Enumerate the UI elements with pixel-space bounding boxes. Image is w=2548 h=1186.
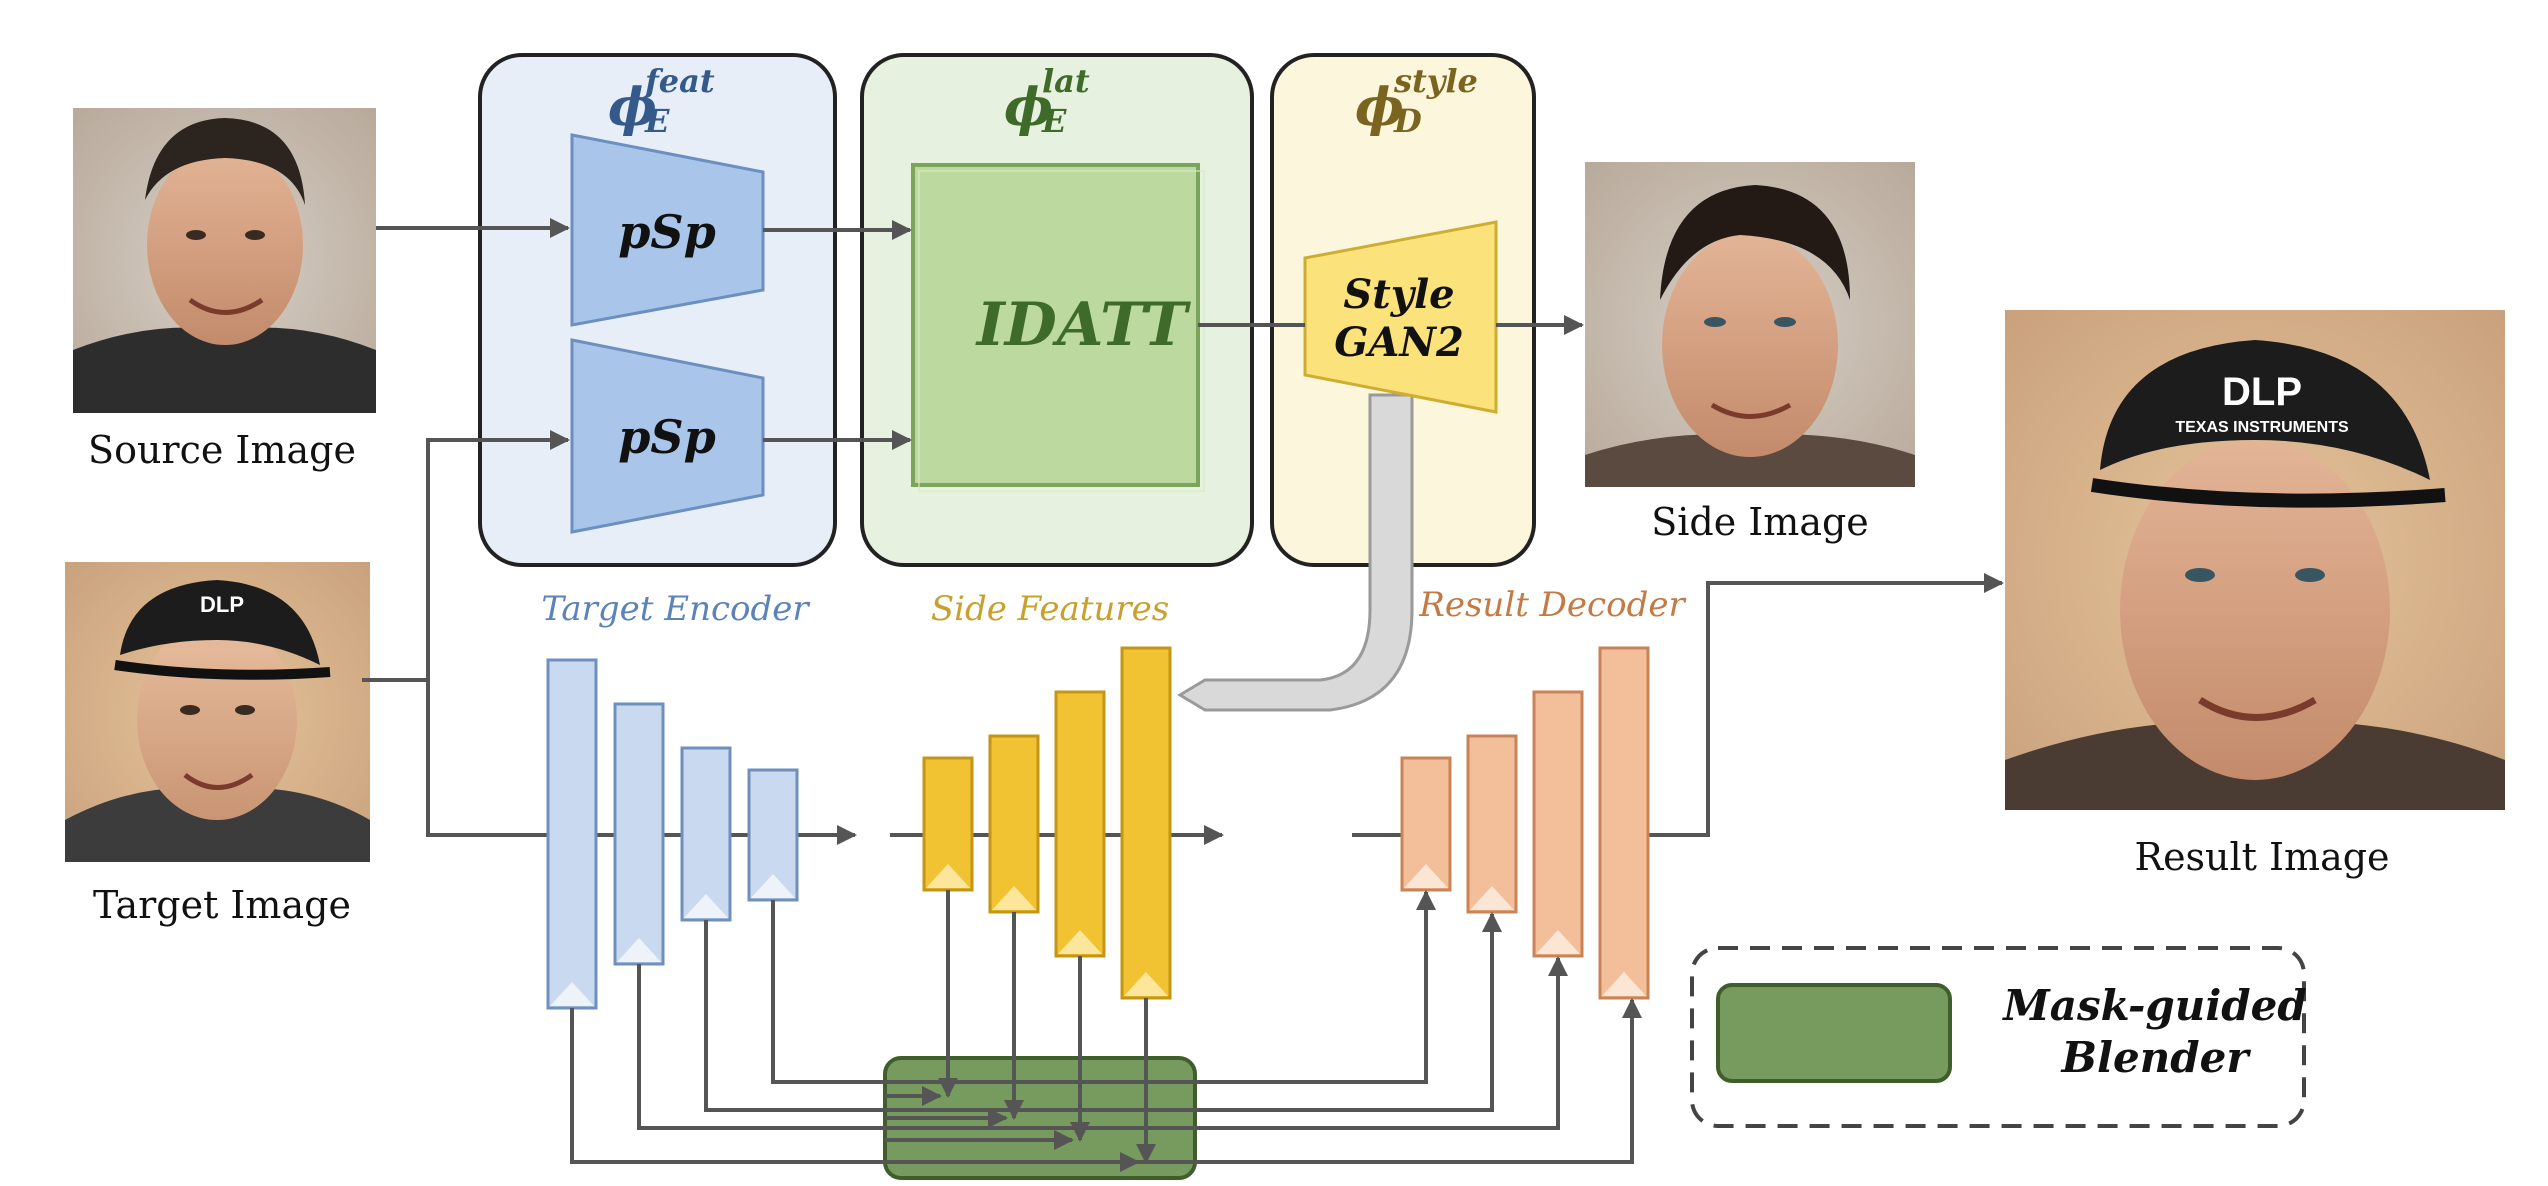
idatt-block bbox=[911, 163, 1200, 487]
feature-bar-group bbox=[922, 646, 1172, 1000]
target-cap-text: DLP bbox=[200, 592, 244, 617]
lat-phi-label: ϕ bbox=[1004, 77, 1053, 138]
side-features-label: Side Features bbox=[931, 589, 1169, 629]
side-image-caption: Side Image bbox=[1651, 500, 1869, 544]
feature-bar-2 bbox=[988, 734, 1040, 914]
encoder-bar-1 bbox=[546, 658, 598, 1010]
feature-bar-3 bbox=[1054, 690, 1106, 958]
stylegan-label-line2: GAN2 bbox=[1334, 319, 1464, 366]
target-image-caption: Target Image bbox=[93, 883, 351, 927]
psp-top-block bbox=[570, 133, 765, 327]
decoder-bar-group bbox=[1400, 646, 1650, 1000]
encoder-bar-3 bbox=[680, 746, 732, 922]
psp-bottom-label: pSp bbox=[618, 410, 716, 464]
skip-connection-lines bbox=[570, 890, 1642, 1172]
target-image: DLP bbox=[65, 562, 370, 862]
lat-phi-subscript: E bbox=[1041, 102, 1067, 140]
stylegan-connector bbox=[1177, 393, 1414, 712]
result-cap-text: DLP bbox=[2222, 370, 2302, 414]
result-image: DLP TEXAS INSTRUMENTS bbox=[2005, 310, 2505, 810]
psp-top-label: pSp bbox=[618, 205, 716, 259]
result-image-caption: Result Image bbox=[2134, 835, 2389, 879]
style-phi-superscript: style bbox=[1393, 62, 1478, 100]
lat-phi-superscript: lat bbox=[1042, 62, 1090, 100]
source-image-caption: Source Image bbox=[88, 428, 356, 472]
decoder-bar-2 bbox=[1466, 734, 1518, 914]
idatt-label: IDATT bbox=[975, 290, 1192, 360]
feature-bar-4 bbox=[1120, 646, 1172, 1000]
style-phi-label: ϕ bbox=[1355, 77, 1404, 138]
style-phi-subscript: D bbox=[1393, 102, 1422, 140]
result-decoder-label: Result Decoder bbox=[1418, 585, 1686, 625]
encoder-bar-2 bbox=[613, 702, 665, 966]
encoder-bar-group bbox=[546, 658, 799, 1010]
top-arrows bbox=[362, 218, 1584, 837]
psp-bottom-block bbox=[570, 338, 765, 534]
legend-label-line1: Mask-guided bbox=[2001, 981, 2307, 1030]
stylegan-block bbox=[1303, 220, 1498, 414]
result-cap-subtext: TEXAS INSTRUMENTS bbox=[2175, 419, 2349, 436]
side-image bbox=[1585, 162, 1915, 487]
feat-phi-superscript: feat bbox=[643, 62, 715, 100]
decoder-bar-4 bbox=[1598, 646, 1650, 1000]
source-image bbox=[73, 108, 376, 413]
legend-swatch bbox=[1716, 983, 1952, 1083]
target-encoder-label: Target Encoder bbox=[541, 589, 810, 629]
feat-phi-label: ϕ bbox=[608, 77, 657, 138]
feat-phi-subscript: E bbox=[644, 102, 670, 140]
legend-label-line2: Blender bbox=[2061, 1033, 2252, 1082]
decoder-bar-3 bbox=[1532, 690, 1584, 958]
stylegan-label-line1: Style bbox=[1343, 271, 1454, 318]
